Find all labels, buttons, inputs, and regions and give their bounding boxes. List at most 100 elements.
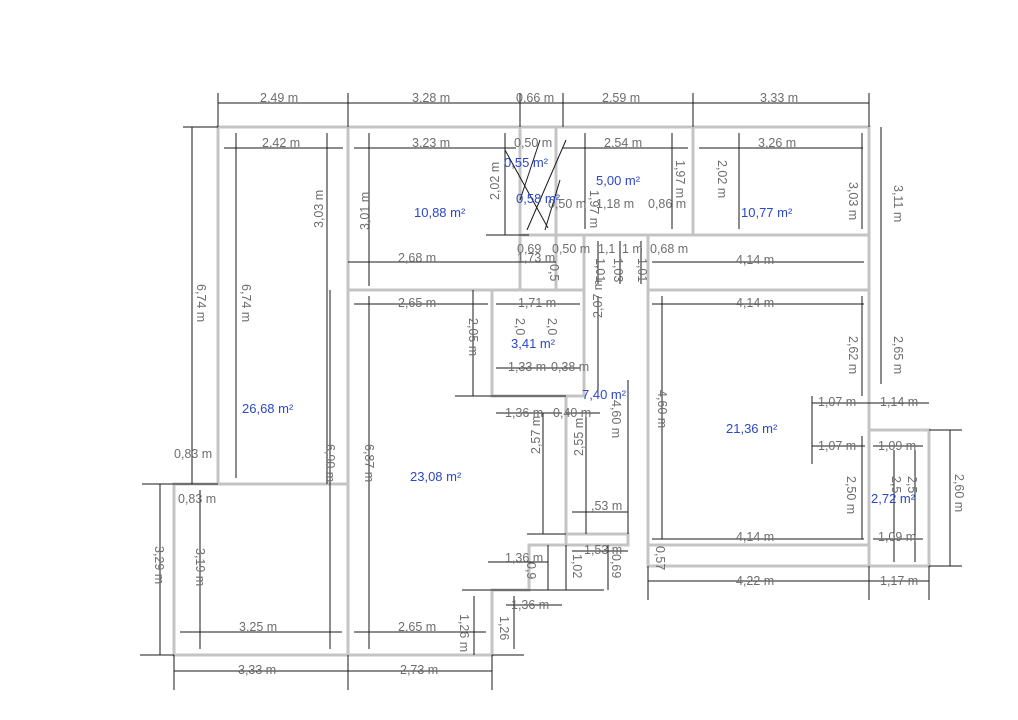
dimension-labels: 2,49 m 3,28 m 0,66 m 2,59 m 3,33 m 2,42 … bbox=[152, 91, 966, 677]
dim-label: 1,18 m bbox=[596, 197, 634, 211]
dim-label: 0,66 m bbox=[516, 91, 554, 105]
dim-label: 6,90 m bbox=[323, 444, 337, 482]
dim-label: 0,83 m bbox=[178, 492, 216, 506]
dim-label: 2,73 m bbox=[400, 663, 438, 677]
dim-label: 2,02 m bbox=[488, 162, 502, 200]
dim-label: 2,50 m bbox=[844, 476, 858, 514]
dim-label: 1,97 m bbox=[673, 160, 687, 198]
dim-label: 1,01 bbox=[635, 258, 649, 282]
dim-label: 1 m bbox=[622, 242, 643, 256]
dim-label: 1,26 m bbox=[457, 614, 471, 652]
dim-label: 1,09 m bbox=[878, 530, 916, 544]
area-top-left-room: 10,88 m² bbox=[414, 205, 466, 220]
dim-label: 6,74 m bbox=[194, 284, 208, 322]
dim-label: 0,68 m bbox=[650, 242, 688, 256]
dim-label: 6,87 m bbox=[362, 444, 376, 482]
dim-label: 0,69 bbox=[609, 554, 623, 578]
dim-label: 2,5 bbox=[889, 476, 903, 493]
dim-label: 2,0 bbox=[513, 318, 527, 335]
area-closet-upper: 0,55 m² bbox=[504, 155, 549, 170]
dim-label: 1,1 bbox=[598, 242, 615, 256]
dim-label: 3,33 m bbox=[238, 663, 276, 677]
dim-label: 0,50 m bbox=[514, 136, 552, 150]
dim-label: 1,02 bbox=[570, 554, 584, 578]
dim-label: 0,57 bbox=[653, 546, 667, 570]
dim-label: 0,50 m bbox=[552, 242, 590, 256]
dim-label: 2,5 bbox=[905, 476, 919, 493]
dim-label: 3,33 m bbox=[760, 91, 798, 105]
area-left-bedroom: 26,68 m² bbox=[242, 401, 294, 416]
dim-label: 2,54 m bbox=[604, 136, 642, 150]
dim-label: 4,60 m bbox=[609, 400, 623, 438]
dim-label: 0,86 m bbox=[648, 197, 686, 211]
dim-label: 2,55 m bbox=[572, 418, 586, 456]
area-hallway: 7,40 m² bbox=[582, 387, 627, 402]
area-bathroom: 5,00 m² bbox=[596, 173, 641, 188]
room-wall-top-right bbox=[691, 125, 871, 237]
dim-label: 1,36 m bbox=[505, 406, 543, 420]
dim-label: 1,36 m bbox=[511, 598, 549, 612]
dim-label: 4,60 m bbox=[655, 390, 669, 428]
dim-label: 4,14 m bbox=[736, 530, 774, 544]
dim-label: 1,03 bbox=[611, 258, 625, 282]
dim-label: 2,65 m bbox=[398, 620, 436, 634]
dim-label: 3,03 m bbox=[846, 182, 860, 220]
dim-label: 0,69 bbox=[517, 242, 541, 256]
dim-label: 2,42 m bbox=[262, 136, 300, 150]
dim-label: 2,49 m bbox=[260, 91, 298, 105]
dim-label: 3,29 m bbox=[152, 546, 166, 584]
dim-label: 2,60 m bbox=[952, 474, 966, 512]
dim-label: 1,07 m bbox=[818, 439, 856, 453]
area-east-bedroom: 21,36 m² bbox=[726, 421, 778, 436]
area-closet-lower: 0,58 m² bbox=[516, 191, 561, 206]
dim-label: 1,53 m bbox=[584, 543, 622, 557]
dim-label: 3,11 m bbox=[891, 185, 905, 222]
dim-label: 3,23 m bbox=[412, 136, 450, 150]
area-balcony: 2,72 m² bbox=[871, 491, 916, 506]
dim-label: 0,38 m bbox=[551, 360, 589, 374]
dim-label: 2,62 m bbox=[846, 336, 860, 374]
dim-label: 0,9 bbox=[524, 562, 538, 579]
dim-label: 3,03 m bbox=[312, 190, 326, 228]
dim-label: 3,26 m bbox=[758, 136, 796, 150]
dim-label: 0,40 m bbox=[553, 406, 591, 420]
area-top-right-room: 10,77 m² bbox=[741, 205, 793, 220]
dim-label: 1,09 m bbox=[878, 439, 916, 453]
dim-label: 1,17 m bbox=[880, 574, 918, 588]
dim-label: 2,07 m bbox=[591, 280, 605, 318]
dim-label: 6,74 m bbox=[239, 284, 253, 322]
dim-label: 1,14 m bbox=[880, 395, 918, 409]
dim-label: 0,5 bbox=[547, 264, 561, 281]
dim-label: 0,83 m bbox=[174, 447, 212, 461]
area-small-bath: 3,41 m² bbox=[511, 336, 556, 351]
room-area-labels: 26,68 m² 10,88 m² 23,08 m² 0,55 m² 0,58 … bbox=[242, 155, 916, 506]
dim-label: 1,97 m bbox=[587, 190, 601, 228]
dim-label: 2,68 m bbox=[398, 251, 436, 265]
dim-label: 3,19 m bbox=[193, 548, 207, 586]
area-living-room: 23,08 m² bbox=[410, 469, 462, 484]
dim-label: 2,0 bbox=[545, 318, 559, 335]
dim-label: 2,65 m bbox=[398, 296, 436, 310]
dim-label: 1,73 m bbox=[517, 251, 555, 265]
dim-label: 3,01 m bbox=[358, 192, 372, 230]
dim-label: 3,25 m bbox=[239, 620, 277, 634]
dim-label: 2,57 m bbox=[529, 416, 543, 454]
dim-label: 4,22 m bbox=[736, 574, 774, 588]
room-wall-balcony bbox=[867, 428, 931, 568]
dim-label: 1,01 bbox=[593, 258, 607, 282]
dim-label: 4,14 m bbox=[736, 296, 774, 310]
dim-label: 2,02 m bbox=[715, 160, 729, 198]
dim-label: 1,26 bbox=[497, 616, 511, 640]
dim-label: 1,71 m bbox=[518, 296, 556, 310]
dim-label: 0,50 m bbox=[548, 197, 586, 211]
dim-label: 4,14 m bbox=[736, 253, 774, 267]
dim-label: ,53 m bbox=[591, 499, 622, 513]
dimension-lines bbox=[140, 93, 962, 690]
dim-label: 2,59 m bbox=[602, 91, 640, 105]
dim-label: 1,07 m bbox=[818, 395, 856, 409]
dim-label: 3,28 m bbox=[412, 91, 450, 105]
room-wall-left-bedroom bbox=[216, 125, 350, 486]
dim-label: 2,65 m bbox=[891, 336, 905, 374]
dim-label: 2,05 m bbox=[466, 318, 480, 356]
